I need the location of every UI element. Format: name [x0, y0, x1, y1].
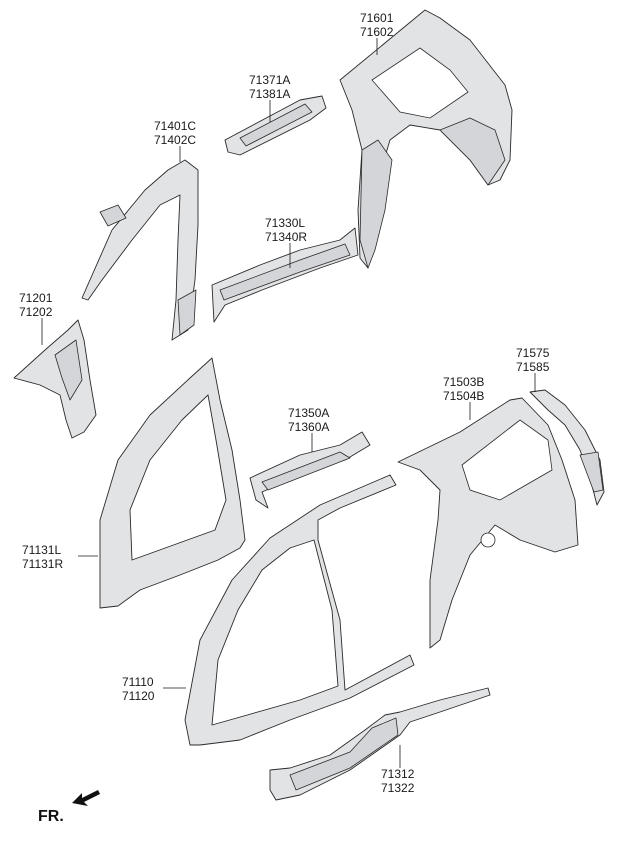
front-direction-arrow-icon — [72, 790, 100, 806]
part-sill-inner-panel[interactable] — [211, 227, 359, 323]
part-front-side-outer[interactable] — [99, 357, 246, 609]
part-a-pillar-inner[interactable] — [81, 159, 199, 341]
part-front-apron[interactable] — [13, 319, 97, 439]
part-side-sill[interactable] — [269, 687, 491, 801]
part-body-side-outer[interactable] — [184, 474, 415, 746]
front-marker: FR. — [38, 790, 100, 825]
front-label: FR. — [38, 808, 64, 825]
part-roof-rail-reinforcement[interactable] — [224, 95, 327, 156]
part-quarter-inner-upper[interactable] — [339, 9, 513, 269]
part-roof-rail-rear[interactable] — [249, 431, 371, 509]
part-quarter-outer-panel[interactable] — [397, 397, 579, 649]
part-quarter-extension[interactable] — [529, 389, 605, 506]
leader-lines — [41, 38, 536, 768]
